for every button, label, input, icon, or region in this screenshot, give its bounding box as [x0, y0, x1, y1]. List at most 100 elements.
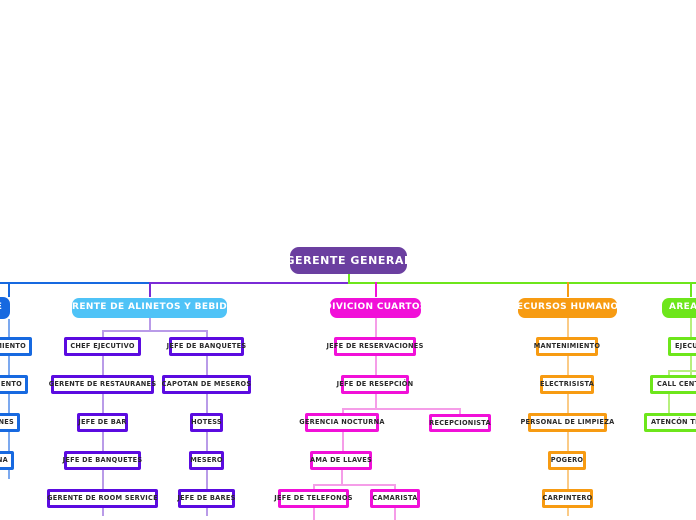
node-dc-2-label: JEFE DE RESEPCIÓN	[336, 380, 414, 389]
root-node-label: GERENTE GENERAL	[285, 253, 412, 267]
node-dc-3[interactable]: GERENCIA NOCTURNA	[299, 413, 384, 432]
node-ventas-izq-3[interactable]: IONES	[0, 413, 20, 432]
node-dc-1-label: JEFE DE RESERVACIONES	[326, 342, 424, 351]
node-rh-2-label: ELECTRISISTA	[539, 380, 595, 389]
connector-ab-right-drop	[206, 330, 208, 337]
branch-header-alimentos-bebidas[interactable]: GERENTE DE ALINETOS Y BEBIDAS	[58, 298, 241, 318]
branch-header-area[interactable]: AREA	[662, 298, 696, 318]
connector-dc-spine-1	[375, 318, 377, 337]
connector-dc-tail-left	[313, 508, 315, 520]
connector-ab-split	[102, 330, 207, 332]
connector-area-spine-2	[690, 356, 692, 376]
connector-bus-green	[348, 282, 696, 284]
node-rh-5[interactable]: CARPINTERO	[542, 489, 593, 508]
connector-area-split-left	[668, 370, 670, 376]
node-ab-a-2-label: GERENTE DE RESTAURANES	[48, 380, 157, 389]
node-ventas-izq-1-label: NIMIENTO	[0, 342, 26, 351]
node-ab-a-1[interactable]: CHEF EJECUTIVO	[64, 337, 141, 356]
connector-dc-split-left	[342, 408, 344, 415]
connector-ab-colB-spine	[206, 356, 208, 516]
node-ab-b-3-label: HOTESS	[191, 418, 222, 427]
node-rh-4[interactable]: POGERO	[548, 451, 586, 470]
node-dc-2[interactable]: JEFE DE RESEPCIÓN	[337, 375, 413, 394]
node-ab-a-3[interactable]: JEFE DE BAR	[77, 413, 128, 432]
node-dc-4[interactable]: RECEPCIONISTA	[429, 414, 491, 432]
connector-drop-division	[375, 282, 377, 297]
node-ab-b-1[interactable]: JEFE DE BANQUETES	[166, 337, 247, 356]
branch-header-alimentos-bebidas-label: GERENTE DE ALINETOS Y BEBIDAS	[57, 302, 242, 313]
connector-dc-tail-right	[394, 508, 396, 520]
connector-ab-colA-spine	[102, 356, 104, 516]
node-ab-b-1-label: JEFE DE BANQUETES	[166, 342, 247, 351]
node-ventas-izq-3-label: IONES	[0, 418, 14, 427]
connector-bus-purple	[149, 282, 349, 284]
connector-ab-stem	[149, 318, 151, 330]
connector-dc-split-right	[459, 408, 461, 415]
connector-dc-spine-2	[375, 356, 377, 375]
connector-dc-split2-stem	[341, 470, 343, 484]
branch-header-ventas-izq[interactable]: E	[0, 297, 10, 319]
node-rh-1-label: MANTENIMIENTO	[533, 342, 601, 351]
node-ventas-izq-1[interactable]: NIMIENTO	[0, 337, 32, 356]
node-rh-3-label: PERSONAL DE LIMPIEZA	[520, 418, 615, 427]
connector-bus-lightblue	[110, 282, 149, 284]
node-area-3-label: ATENCÓN TELE	[651, 418, 696, 427]
node-ab-a-3-label: JEFE DE BAR	[78, 418, 127, 427]
node-rh-1[interactable]: MANTENIMIENTO	[533, 337, 601, 356]
node-dc-1[interactable]: JEFE DE RESERVACIONES	[326, 337, 423, 356]
branch-header-division-cuartos[interactable]: DIVICION CUARTOS	[324, 298, 426, 318]
connector-drop-ventas-izq	[8, 282, 10, 297]
connector-dc-split2-left	[313, 484, 315, 490]
node-dc-6[interactable]: JEFE DE TELEFONOS	[274, 489, 352, 508]
node-ab-b-4-label: MESERO	[190, 456, 223, 465]
node-ab-b-5-label: JEFE DE BARES	[177, 494, 236, 503]
connector-area-spine	[690, 318, 692, 338]
connector-drop-recursos	[567, 282, 569, 297]
node-ab-b-2-label: CAPOTAN DE MESEROS	[161, 380, 252, 389]
node-area-3[interactable]: ATENCÓN TELE	[644, 413, 696, 432]
node-rh-2[interactable]: ELECTRISISTA	[540, 375, 594, 394]
node-ventas-izq-4-label: NA	[0, 456, 8, 465]
node-ab-b-2[interactable]: CAPOTAN DE MESEROS	[162, 375, 251, 394]
node-dc-5-label: AMA DE LLAVES	[310, 456, 373, 465]
node-area-2[interactable]: CALL CENT	[650, 375, 696, 394]
node-dc-5[interactable]: AMA DE LLAVES	[310, 451, 372, 470]
node-rh-3[interactable]: PERSONAL DE LIMPIEZA	[520, 413, 614, 432]
node-ab-b-4[interactable]: MESERO	[189, 451, 224, 470]
connector-dc-spine-3	[375, 394, 377, 408]
root-node-gerente-general[interactable]: GERENTE GENERAL	[285, 247, 411, 274]
node-ab-a-5[interactable]: GERENTE DE ROOM SERVICE	[47, 489, 158, 508]
node-dc-7-label: CAMARISTA	[372, 494, 418, 503]
node-ventas-izq-2[interactable]: MIENTO	[0, 375, 28, 394]
connector-drop-area	[690, 282, 692, 297]
connector-dc-split2	[313, 484, 395, 486]
branch-header-division-cuartos-label: DIVICION CUARTOS	[324, 302, 427, 313]
node-area-1-label: EJECU	[675, 342, 696, 351]
branch-header-recursos-humanos[interactable]: RECURSOS HUMANOS	[510, 298, 625, 318]
node-ventas-izq-2-label: MIENTO	[0, 380, 22, 389]
connector-area-split	[668, 370, 696, 372]
branch-header-recursos-humanos-label: RECURSOS HUMANOS	[509, 302, 626, 313]
node-rh-5-label: CARPINTERO	[542, 494, 593, 503]
node-dc-7[interactable]: CAMARISTA	[370, 489, 420, 508]
node-ab-a-1-label: CHEF EJECUTIVO	[70, 342, 135, 351]
node-area-1[interactable]: EJECU	[668, 337, 696, 356]
node-dc-4-label: RECEPCIONISTA	[429, 418, 491, 427]
connector-bus-darkblue	[0, 282, 110, 284]
node-ab-b-3[interactable]: HOTESS	[190, 413, 223, 432]
node-ab-a-4[interactable]: JEFE DE BANQUETES	[62, 451, 143, 470]
node-ab-b-5[interactable]: JEFE DE BARES	[177, 489, 236, 508]
connector-root-stem	[348, 274, 350, 283]
node-ab-a-4-label: JEFE DE BANQUETES	[62, 456, 143, 465]
node-ab-a-2[interactable]: GERENTE DE RESTAURANES	[48, 375, 157, 394]
connector-ventas-izq-spine	[8, 319, 10, 479]
node-dc-6-label: JEFE DE TELEFONOS	[274, 494, 353, 503]
connector-drop-alimentos	[149, 282, 151, 297]
branch-header-area-label: AREA	[669, 302, 696, 313]
connector-ab-left-drop	[102, 330, 104, 337]
node-ventas-izq-4[interactable]: NA	[0, 451, 14, 470]
branch-header-ventas-izq-label: E	[0, 302, 2, 312]
connector-dc-split2-right	[394, 484, 396, 490]
connector-dc-split	[342, 408, 460, 410]
